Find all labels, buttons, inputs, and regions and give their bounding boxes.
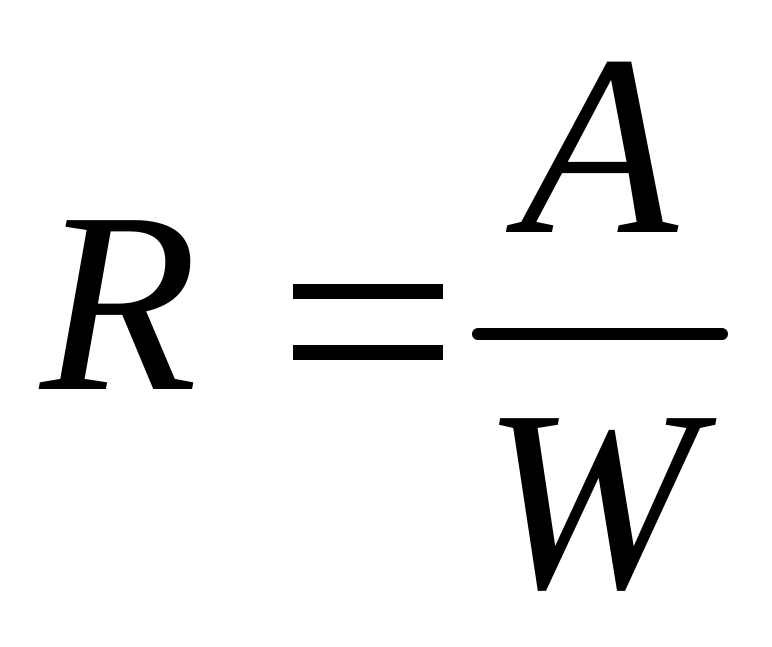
denominator-w: W [482, 357, 697, 643]
fraction-bar [472, 328, 728, 340]
numerator-a: A [520, 2, 678, 288]
equals-bar-top [293, 284, 443, 299]
variable-r: R [40, 159, 198, 445]
equals-bar-bottom [293, 345, 443, 360]
